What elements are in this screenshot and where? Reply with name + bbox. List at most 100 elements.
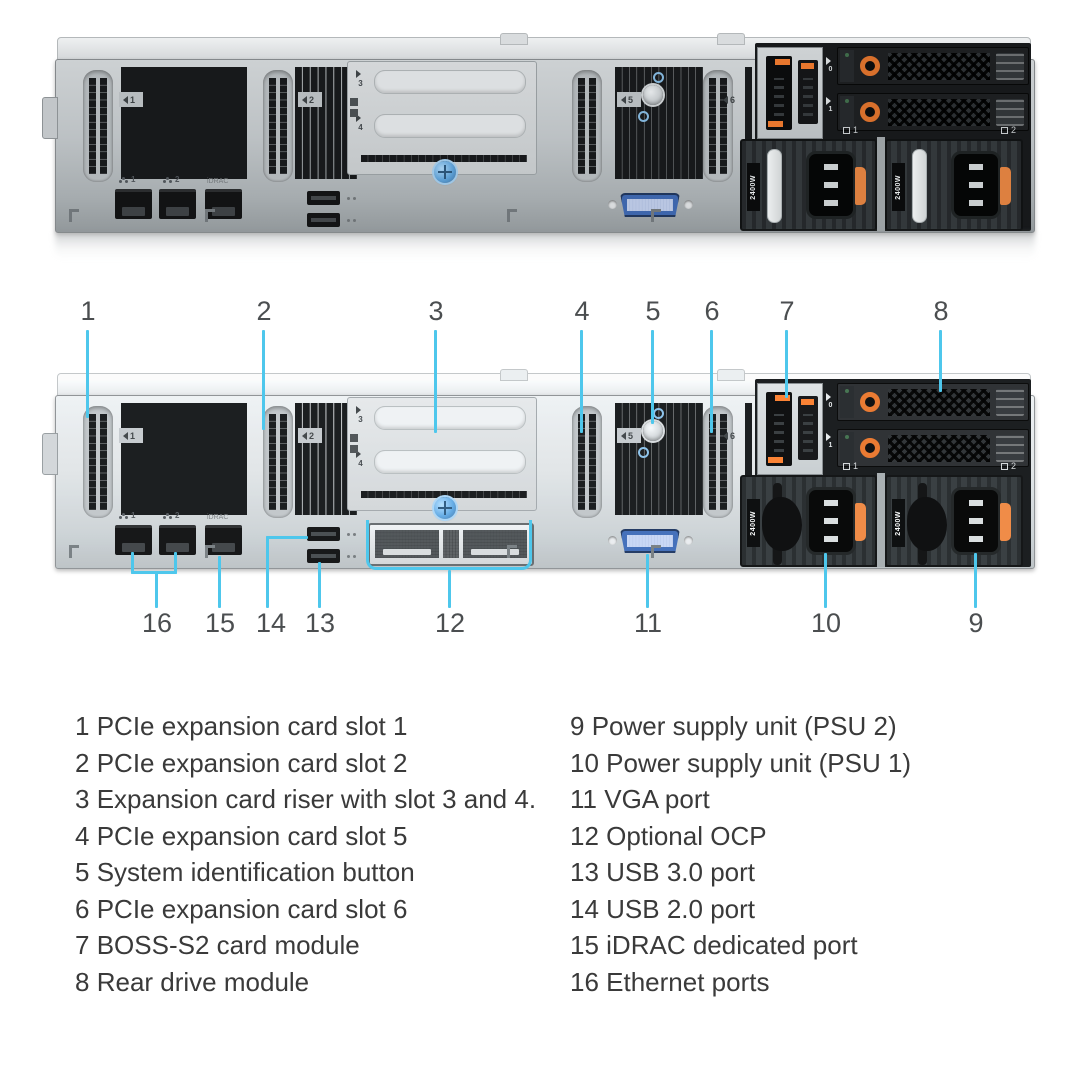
server-rear-annotated: 1 2 3 4 1 2 iDRAC 5 6 [42,369,1035,569]
rj45-contacts [122,543,145,552]
riser-slot3-label: 3 [358,79,363,88]
nic2-label-text: 2 [175,511,180,520]
nic1-label: 1 [119,175,135,184]
slot1-marker: 1 [119,92,143,107]
vga-port [620,193,680,217]
psu-release-clip [855,503,866,541]
inlet-pin-slot [824,164,838,170]
chassis-ear [42,97,58,139]
idrac-label: iDRAC [207,514,228,521]
rj45-contacts [212,207,235,216]
rear-drive [837,47,1029,85]
arrow-right-icon [826,393,835,401]
arrow-left-icon [617,431,626,440]
riser-slot4-marker: 4 [356,450,365,468]
network-icon [122,177,125,180]
callout-number-9: 9 [968,608,984,638]
legend-item-14: 14 USB 2.0 port [570,891,1030,928]
usb-2-port [307,191,340,205]
drive-status-led [840,432,854,464]
vent-recess [263,70,293,182]
vent-recess [572,70,602,182]
psu-velcro [762,497,802,551]
callout-bracket-12 [366,520,532,570]
chassis-bracket [205,209,215,222]
legend-item-5: 5 System identification button [75,854,570,891]
psu-wattage-text: 2400W [750,510,757,536]
rear-drive [837,429,1029,467]
vent-holes [269,414,287,510]
callout-line-1 [86,330,89,418]
network-icon [166,177,169,180]
callout-number-11: 11 [633,608,663,638]
inlet-pin-slot [969,518,983,524]
id-indicator-icon [653,408,664,419]
power-supply-unit-1: 2400W [740,475,877,567]
drive0-marker: 0 [826,393,835,409]
psu-wattage-text: 2400W [750,174,757,200]
chassis-bracket [507,209,517,222]
boss-card-vents [803,414,813,452]
legend-item-label: Ethernet ports [606,966,770,997]
square-icon [843,462,850,470]
legend-item-label: System identification button [96,857,415,887]
psu-handle [767,149,782,223]
legend-right-column: 9 Power supply unit (PSU 2) 10 Power sup… [570,708,1030,1000]
vent-recess [703,406,733,518]
vga-pin-grid [627,199,673,211]
psu-divider [877,473,885,567]
id-indicator-icon [638,111,649,122]
inlet-pin-slot [824,500,838,506]
vent-holes [709,414,727,510]
psu-velcro [907,497,947,551]
psu-wattage-tag: 2400W [892,499,905,547]
arrow-right-icon [826,97,835,105]
drive-info-label [996,99,1024,126]
slot6-marker-label: 6 [730,430,736,441]
callout-line-16 [174,552,177,574]
riser-slot4-opening [374,450,526,474]
usb-2-port [307,527,340,541]
chassis-bracket [507,545,517,558]
psu2-bay-label: 2 [1001,125,1016,135]
legend-item-label: Expansion card riser with slot 3 and 4. [96,784,537,814]
pcie-slot1-vent [121,403,247,515]
boss-s2-module [757,47,823,139]
drive-release-ring [860,392,880,412]
arrow-right-icon [356,114,365,122]
callout-line-11 [646,554,649,608]
nic1-label-text: 1 [131,511,136,520]
riser-slot3-marker: 3 [356,406,365,424]
vent-holes [89,414,107,510]
drive-vents [888,435,990,462]
usb-slot [311,554,336,558]
legend-item-number: 8 [75,966,90,997]
legend-item-number: 14 [570,893,599,924]
legend-item-label: Power supply unit (PSU 2) [591,711,897,741]
callout-line-15 [218,556,221,608]
chassis-bracket [651,545,661,558]
drive-info-label [996,53,1024,80]
pcie-slot6-vent [745,67,754,179]
callout-line-16 [131,571,177,574]
callout-line-13 [318,562,321,608]
legend-item-12: 12 Optional OCP [570,818,1030,855]
id-indicator-icon [653,72,664,83]
psu1-bay-label: 1 [843,125,858,135]
inlet-pin-slot [969,200,983,206]
vent-holes [709,78,727,174]
callout-line-2 [262,330,265,430]
riser-slot4-label: 4 [358,459,363,468]
vga-screw [684,200,693,209]
legend-item-15: 15 iDRAC dedicated port [570,927,1030,964]
callout-line-8 [939,330,942,392]
square-icon [843,126,850,134]
pcie-slot6-vent [745,403,754,515]
drive-vents [888,53,990,80]
boss-card-vents [774,414,784,452]
ocp-port [375,530,439,558]
rj45-contacts [212,543,235,552]
psu-release-clip [1000,167,1011,205]
legend-item-13: 13 USB 3.0 port [570,854,1030,891]
rj45-contacts [166,207,189,216]
